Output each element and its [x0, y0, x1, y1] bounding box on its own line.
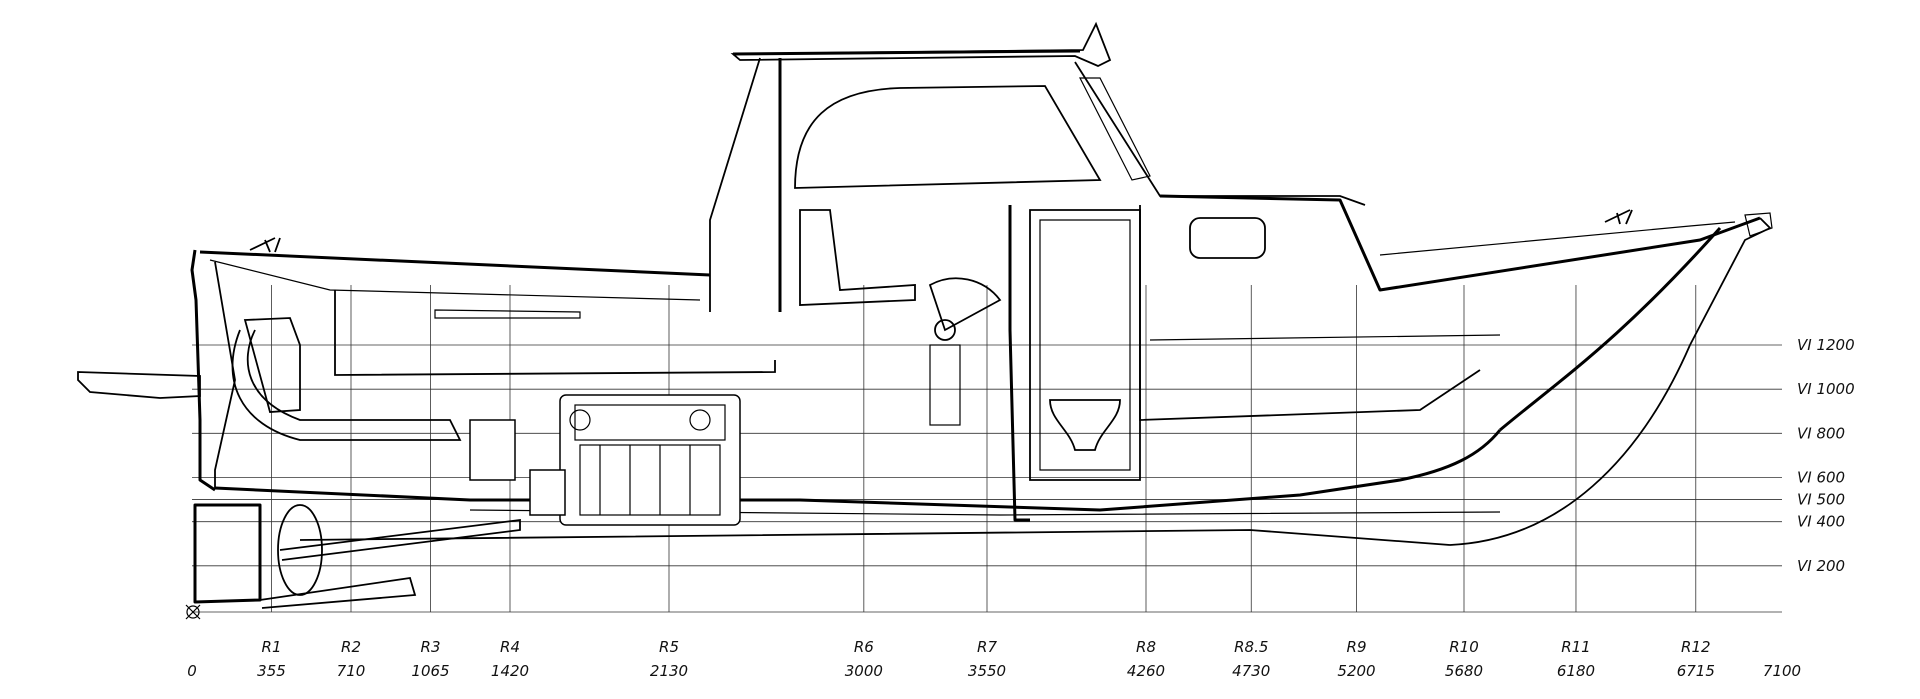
- frame-value: 4730: [1232, 662, 1270, 680]
- instrument-panel: [929, 344, 961, 426]
- sheer-line: [199, 250, 711, 277]
- exhaust-muffler: [243, 317, 301, 413]
- transom-inner: [214, 261, 236, 488]
- waterline-label: VI 1200: [1797, 336, 1855, 354]
- frame-label: R8: [1136, 638, 1156, 656]
- keel-line: [299, 529, 1451, 546]
- frame-value: 6180: [1557, 662, 1595, 680]
- labels-layer: 0 R1 355 R2 710 R3 1065 R4 1420 R5 2130 R6 3000 R7 355…: [187, 336, 1854, 680]
- propeller: [277, 504, 323, 596]
- frame-label: R6: [854, 638, 874, 656]
- water-tank: [469, 419, 516, 481]
- frame-label: R5: [659, 638, 679, 656]
- toilet-door: [1039, 219, 1131, 471]
- porthole: [1189, 217, 1266, 259]
- cabin-aft-wall: [709, 57, 761, 312]
- waterline-label: VI 1000: [1797, 380, 1855, 398]
- engine: [529, 394, 741, 526]
- frame-value: 355: [257, 662, 286, 680]
- cabin-roof-edge: [732, 49, 1081, 56]
- frame-value: 5200: [1337, 662, 1375, 680]
- skeg-fin: [259, 576, 417, 609]
- exhaust-hose: [231, 329, 462, 441]
- frame-value: 1065: [411, 662, 449, 680]
- frame-value: 710: [337, 662, 366, 680]
- cabin-side-window: [794, 85, 1102, 189]
- stern-cleat: [249, 237, 281, 253]
- waterline-label: VI 800: [1797, 424, 1845, 442]
- berth: [1139, 205, 1481, 421]
- frame-label: R1: [262, 638, 282, 656]
- waterline-label: VI 600: [1797, 469, 1845, 487]
- skeg: [193, 503, 262, 604]
- toilet: [1049, 399, 1121, 451]
- frame-label: R4: [500, 638, 520, 656]
- boat-outline: [77, 21, 1773, 620]
- cockpit-seat: [434, 309, 581, 319]
- frame-label: R8.5: [1234, 638, 1268, 656]
- frame-label: R3: [421, 638, 441, 656]
- helm-wheel: [928, 277, 1002, 332]
- grid-layer: [192, 285, 1782, 613]
- foredeck: [1159, 194, 1761, 292]
- chine-line: [1499, 227, 1722, 432]
- toilet-compartment: [1029, 209, 1141, 481]
- transom: [190, 249, 216, 492]
- bow-stem: [1449, 217, 1772, 546]
- frame-value: 3000: [845, 662, 883, 680]
- frame-value: 7100: [1763, 662, 1801, 680]
- waterline-label: VI 200: [1797, 557, 1845, 575]
- hull-bottom: [214, 429, 1502, 512]
- bulkhead: [1008, 205, 1030, 522]
- swim-platform: [77, 371, 201, 399]
- frame-label: R10: [1449, 638, 1479, 656]
- windscreen: [1074, 61, 1366, 206]
- bow-cleat: [1604, 209, 1633, 225]
- frame-value: 0: [187, 662, 197, 680]
- frame-value: 4260: [1127, 662, 1165, 680]
- bow-fitting: [1744, 212, 1773, 237]
- berth-cushion: [1149, 334, 1501, 341]
- frame-value: 5680: [1445, 662, 1483, 680]
- frame-label: R2: [341, 638, 361, 656]
- aft-deck: [209, 259, 701, 301]
- frame-label: R12: [1681, 638, 1711, 656]
- helm-seat: [799, 209, 916, 306]
- frame-value: 2130: [650, 662, 688, 680]
- cabin-roof: [730, 21, 1112, 67]
- frame-value: 3550: [968, 662, 1006, 680]
- frame-value: 6715: [1677, 662, 1715, 680]
- prop-shaft: [279, 518, 521, 561]
- anchor-mark: [185, 604, 201, 620]
- frame-label: R9: [1347, 638, 1367, 656]
- waterline-label: VI 400: [1797, 513, 1845, 531]
- windscreen-frame: [1079, 77, 1151, 181]
- waterline-label: VI 500: [1797, 491, 1845, 509]
- frame-value: 1420: [491, 662, 529, 680]
- aft-cockpit-sole: [334, 290, 776, 376]
- helm-hub: [934, 319, 956, 341]
- bow-rail: [1379, 221, 1736, 256]
- frame-label: R11: [1561, 638, 1591, 656]
- frame-label: R7: [977, 638, 997, 656]
